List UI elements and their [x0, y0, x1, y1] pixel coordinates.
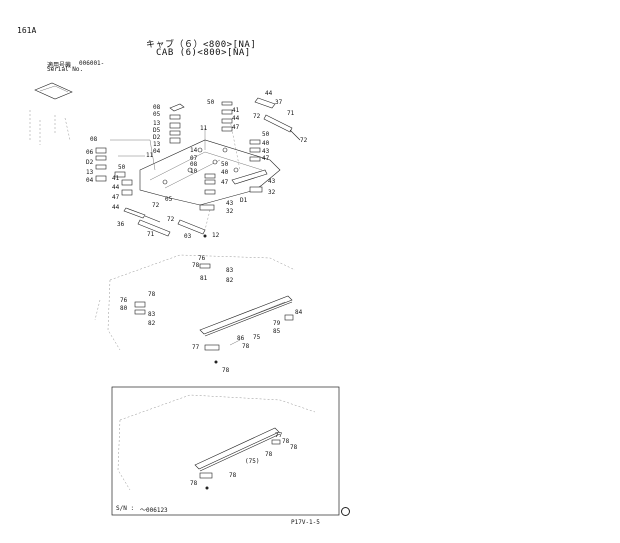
left-bracket-stack [95, 147, 171, 237]
inset-sn-value: ～006123 [140, 507, 168, 514]
callout: D5 [153, 127, 161, 134]
callout: 36 [117, 221, 125, 228]
callout: 78 [242, 343, 250, 350]
callout: 78 [148, 291, 156, 298]
callout: 81 [200, 275, 208, 282]
title-japanese: キャブ（６）<800>[NA] [146, 40, 257, 50]
callout: 41 [232, 107, 240, 114]
callouts-inset: 77 78 78 78 (75) 78 78 [190, 432, 298, 487]
callouts-top-right: 50 41 44 47 44 37 72 71 72 50 40 43 47 4… [207, 90, 308, 204]
callout: 11 [146, 152, 154, 159]
callout: 05 [153, 111, 161, 118]
serial-label-japanese: 適用号機 [47, 62, 72, 69]
right-bracket-stack [221, 97, 301, 193]
callout: 07 [190, 155, 198, 162]
callout: 83 [148, 311, 156, 318]
callout: 72 [300, 137, 308, 144]
callout: 11 [200, 125, 208, 132]
callout: 14 [190, 147, 198, 154]
callout: 12 [212, 232, 220, 239]
serial-value: 006001- [79, 60, 105, 67]
callouts-top-left: 08 06 D2 13 04 50 41 44 47 44 36 72 71 [86, 136, 160, 238]
callout: 08 [153, 104, 161, 111]
callout: 78 [282, 438, 290, 445]
callout: 40 [221, 169, 229, 176]
callout: 72 [152, 202, 160, 209]
callout: 04 [153, 148, 161, 155]
callout: 77 [275, 432, 283, 439]
callout: 05 [165, 196, 173, 203]
callout: 79 [273, 320, 281, 327]
callout: 50 [221, 161, 229, 168]
callout: 50 [262, 131, 270, 138]
callout: 47 [262, 155, 270, 162]
callout: 78 [229, 472, 237, 479]
callout: 44 [232, 115, 240, 122]
callout: 32 [226, 208, 234, 215]
callout: 43 [226, 200, 234, 207]
inset-sn-label: S/N : [116, 505, 135, 512]
callout: 13 [153, 120, 161, 127]
callout: 44 [112, 204, 120, 211]
callout: 06 [86, 149, 94, 156]
machine-thumbnail [29, 82, 73, 145]
callout: 78 [190, 480, 198, 487]
callout: 43 [262, 148, 270, 155]
callout: 72 [253, 113, 261, 120]
callout: 82 [148, 320, 156, 327]
callout: 71 [287, 110, 295, 117]
callout: 44 [112, 184, 120, 191]
callout: 84 [295, 309, 303, 316]
callout: 13 [153, 141, 161, 148]
callout: 78 [265, 451, 273, 458]
callout: D2 [86, 159, 94, 166]
circle-mark-icon [341, 507, 350, 516]
callout: 50 [207, 99, 215, 106]
callout: 78 [192, 262, 200, 269]
callout: 78 [222, 367, 230, 374]
callout: 04 [86, 177, 94, 184]
page-reference: P17V-1-5 [291, 519, 320, 526]
callout: 41 [112, 175, 120, 182]
callout: 71 [147, 231, 155, 238]
title-english: CAB (6)<800>[NA] [156, 48, 251, 58]
page-code: 161A [17, 26, 37, 35]
cab-floor-assembly [110, 119, 281, 231]
cab-rail-assembly [94, 254, 296, 364]
callout: 37 [275, 99, 283, 106]
callout: 47 [221, 179, 229, 186]
middle-bracket-stack [169, 103, 216, 238]
callout: 10 [190, 168, 198, 175]
callout: 13 [86, 169, 94, 176]
callout: 08 [90, 136, 98, 143]
callout: 47 [232, 124, 240, 131]
callout: 80 [120, 305, 128, 312]
callout: 43 [268, 178, 276, 185]
callout: (75) [245, 458, 259, 465]
callout: 03 [184, 233, 192, 240]
callout: 72 [167, 216, 175, 223]
callout: 77 [192, 344, 200, 351]
serial-label-english: Serial No. [47, 66, 84, 73]
callout: 08 [190, 161, 198, 168]
callout: 75 [253, 334, 261, 341]
inset-detail [111, 386, 340, 516]
callout: 76 [198, 255, 206, 262]
callouts-middle: 76 78 83 81 82 76 80 78 83 82 84 79 85 7… [120, 255, 303, 374]
callout: 44 [265, 90, 273, 97]
callout: 82 [226, 277, 234, 284]
callout: D1 [240, 197, 248, 204]
callout: 76 [120, 297, 128, 304]
callout: 83 [226, 267, 234, 274]
callout: 78 [290, 444, 298, 451]
callout: 40 [262, 140, 270, 147]
callout: 47 [112, 194, 120, 201]
callout: 85 [273, 328, 281, 335]
callouts-top-middle: 08 05 13 D5 D2 13 04 11 11 14 07 08 10 5… [146, 104, 234, 240]
callout: 86 [237, 335, 245, 342]
callout: 50 [118, 164, 126, 171]
callout: D2 [153, 134, 161, 141]
callout: 32 [268, 189, 276, 196]
